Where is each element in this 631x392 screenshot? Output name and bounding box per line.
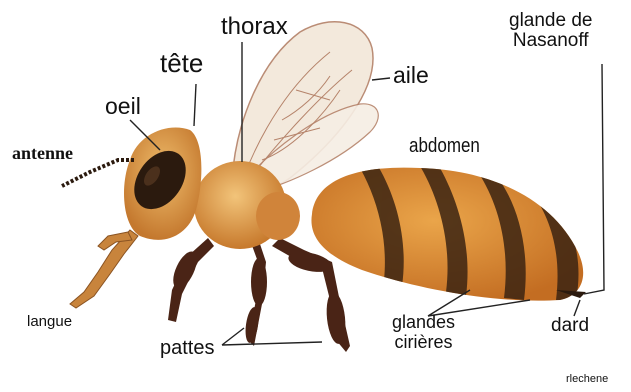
- label-glandes-cirieres: glandes cirières: [392, 313, 455, 353]
- label-oeil: oeil: [105, 95, 141, 118]
- label-thorax: thorax: [221, 15, 288, 39]
- tongue-shape: [70, 230, 138, 308]
- label-glande-line1: glande de: [509, 11, 592, 31]
- label-aile: aile: [393, 64, 429, 87]
- label-abdomen: abdomen: [409, 136, 480, 156]
- label-glande-line2: Nasanoff: [509, 31, 592, 51]
- leg-middle: [244, 238, 267, 346]
- leg-front: [168, 238, 214, 322]
- label-glandes-line2: cirières: [392, 333, 455, 353]
- label-pattes: pattes: [160, 338, 214, 358]
- abdomen-body: [311, 166, 586, 301]
- leader-aile: [372, 78, 390, 80]
- leader-pattes: [222, 328, 322, 345]
- credit-text: rlechene: [566, 374, 608, 385]
- label-langue: langue: [27, 314, 72, 329]
- label-tete: tête: [160, 50, 203, 76]
- label-dard: dard: [551, 316, 589, 335]
- petiole: [256, 192, 300, 240]
- leader-tete: [194, 84, 196, 126]
- head-body: [124, 128, 202, 240]
- label-glandes-line1: glandes: [392, 313, 455, 333]
- leader-glande: [584, 64, 604, 294]
- label-glande-nasanoff: glande de Nasanoff: [509, 11, 592, 51]
- leader-dard: [574, 300, 580, 316]
- antenna-shape: [62, 160, 134, 186]
- label-antenne: antenne: [12, 144, 73, 162]
